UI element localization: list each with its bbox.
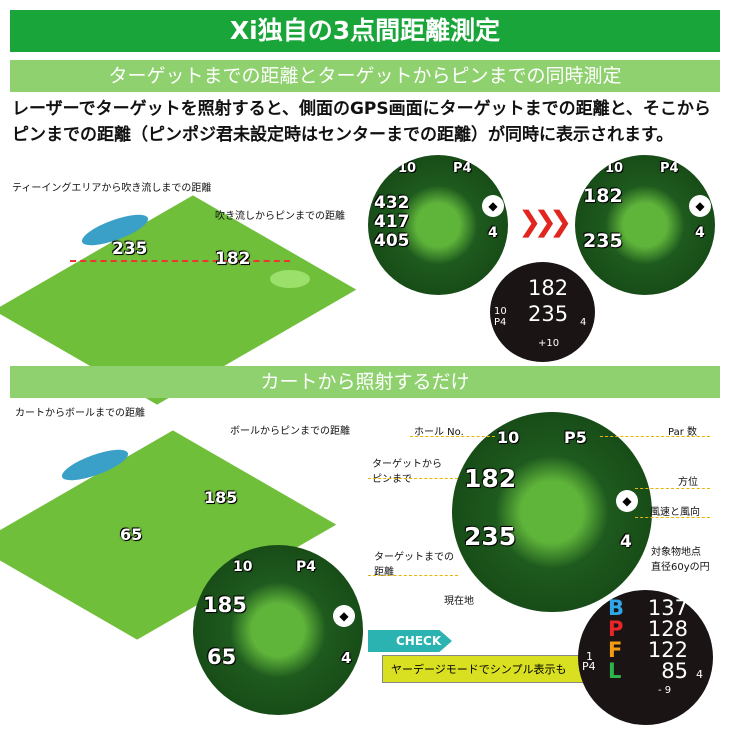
section2-title: カートから照射するだけ xyxy=(10,366,720,398)
check-text: ヤーデージモードでシンプル表示も xyxy=(382,655,587,683)
check-badge: CHECK xyxy=(368,630,452,652)
course-illustration-2: カートからボールまでの距離 ボールからピンまでの距離 185 65 xyxy=(0,400,360,640)
gps-screen-main: 10 P5 182 235 ◆ 4 xyxy=(452,412,652,612)
arrow-right-icon: ❯❯❯ xyxy=(518,205,572,238)
course-illustration-1: ティーイングエリアから吹き流しまでの距離 吹き流しからピンまでの距離 235 1… xyxy=(0,175,370,405)
compass-icon: ◆ xyxy=(616,490,638,512)
compass-icon: ◆ xyxy=(333,605,355,627)
gps-screen-before: 10 P4 432 417 405 ◆ 4 xyxy=(368,155,508,295)
simple-screen: 10 P4 182 235 4 +10 xyxy=(490,262,595,362)
section1-title: ターゲットまでの距離とターゲットからピンまでの同時測定 xyxy=(10,60,720,92)
page-title: Xi独自の3点間距離測定 xyxy=(10,10,720,52)
gps-screen-small: 10 P4 185 65 ◆ 4 xyxy=(193,545,363,715)
compass-icon: ◆ xyxy=(482,195,504,217)
compass-icon: ◆ xyxy=(689,195,711,217)
gps-screen-after: 10 P4 182 235 ◆ 4 xyxy=(575,155,715,295)
section1-description: レーザーでターゲットを照射すると、側面のGPS画面にターゲットまでの距離と、そこ… xyxy=(12,99,711,145)
